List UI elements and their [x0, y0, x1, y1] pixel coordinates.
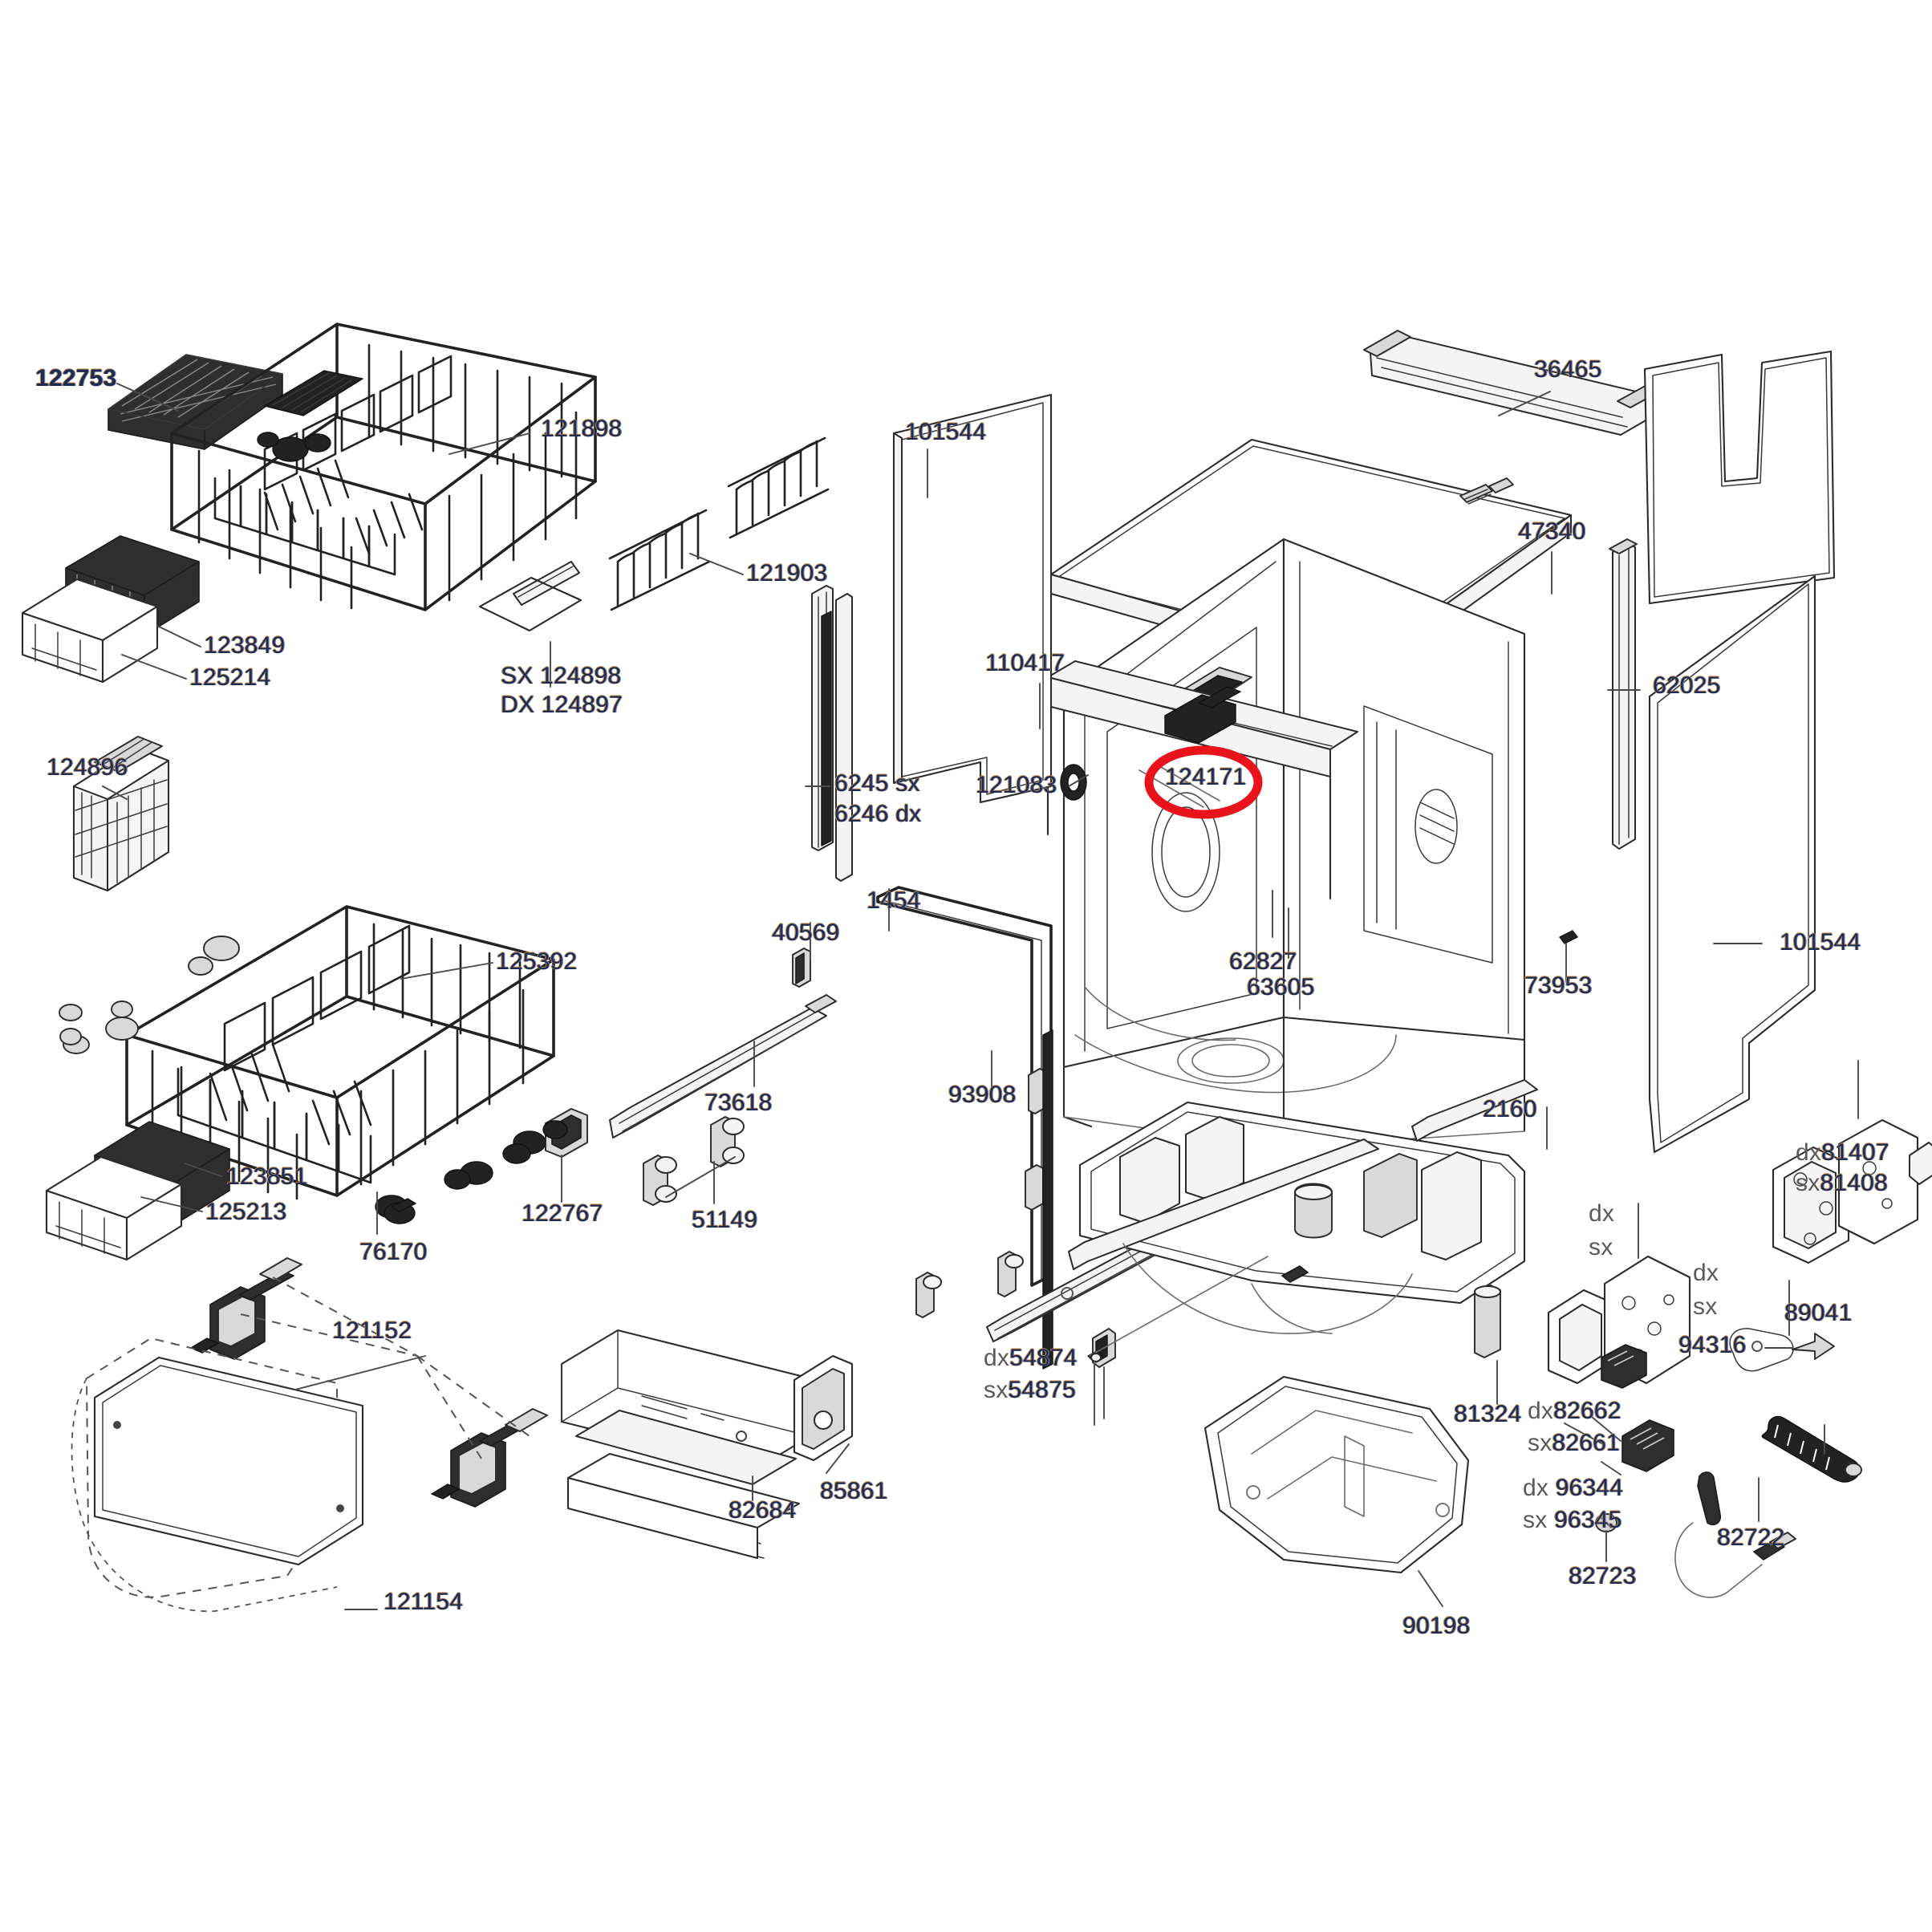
part-89041-spring: [1761, 1415, 1862, 1483]
label-dx-124897: DX 124897: [501, 692, 623, 718]
label-125214: 125214: [189, 664, 271, 691]
label-110417: 110417: [985, 650, 1065, 676]
basket-wheel-cluster: [257, 432, 331, 462]
label-101544-left: 101544: [905, 419, 987, 445]
label-90198: 90198: [1402, 1613, 1471, 1639]
label-121154: 121154: [384, 1589, 464, 1615]
part-82723-screw: [1595, 1513, 1617, 1562]
part-73953-screw: [1559, 930, 1578, 983]
label-121903: 121903: [746, 560, 828, 586]
label-89041: 89041: [1784, 1300, 1853, 1326]
part-94316-pin: [1792, 1333, 1835, 1360]
label-122767: 122767: [522, 1200, 603, 1227]
label-81324: 81324: [1454, 1401, 1522, 1427]
label-62025: 62025: [1653, 672, 1721, 699]
label-82722: 82722: [1717, 1524, 1785, 1551]
label-sx-124898: SX 124898: [501, 663, 622, 689]
part-pin-thin: [1087, 1256, 1268, 1426]
part-93908-clips: [915, 1068, 1047, 1318]
label-121152: 121152: [332, 1317, 412, 1344]
label-sx-81408: sx81408: [1796, 1170, 1888, 1196]
part-36465-top-rail: [1363, 330, 1663, 436]
part-121903-folding-tines: [608, 436, 830, 611]
label-93908: 93908: [948, 1082, 1017, 1108]
label-62827: 62827: [1229, 948, 1297, 975]
fastener-76170: [384, 1198, 416, 1224]
part-51149-rollers: [643, 1116, 745, 1206]
fastener-column: [444, 1120, 568, 1190]
part-82662-connector: [1601, 1344, 1647, 1389]
label-47340: 47340: [1518, 518, 1586, 545]
part-73618-rail: [609, 994, 837, 1138]
label-2160: 2160: [1483, 1096, 1537, 1122]
label-122753: 122753: [35, 365, 117, 392]
label-dx-marker-b: dx: [1693, 1260, 1719, 1286]
part-90198-base-tray: [1203, 1375, 1470, 1574]
label-6246-dx: 6246 dx: [834, 801, 922, 827]
label-dx-96344: dx 96344: [1523, 1475, 1624, 1501]
part-top-right-panel: [1643, 350, 1836, 605]
label-121898: 121898: [541, 416, 623, 442]
part-124896-cutlery-basket: [72, 736, 170, 892]
part-122753-cutlery-tray: [108, 354, 283, 450]
label-123851: 123851: [226, 1163, 308, 1190]
label-63605: 63605: [1247, 974, 1315, 1000]
label-125213: 125213: [205, 1199, 287, 1225]
label-76170: 76170: [359, 1239, 428, 1265]
part-47340-screw: [1459, 477, 1514, 505]
label-sx-marker-b: sx: [1693, 1293, 1718, 1320]
part-6245-6246-rails: [811, 585, 853, 882]
part-121083-grommet: [1060, 764, 1087, 801]
label-123849: 123849: [204, 632, 286, 659]
part-101544-right-panel: [1648, 574, 1816, 1154]
label-73953: 73953: [1524, 972, 1593, 999]
label-sx-marker-a: sx: [1589, 1234, 1613, 1260]
tub-assembly: [1046, 438, 1573, 1149]
label-82684: 82684: [729, 1497, 797, 1524]
part-40569-clip: [792, 948, 811, 988]
label-125392: 125392: [496, 948, 578, 975]
part-121154-door-panel: [71, 1337, 364, 1612]
part-82684-control-panel: [560, 1329, 812, 1560]
label-dx-82662: dx82662: [1528, 1398, 1622, 1424]
label-sx-96345: sx 96345: [1523, 1507, 1622, 1533]
label-dx-81407: dx81407: [1796, 1139, 1889, 1166]
part-121152-hinge-assembly: [190, 1257, 548, 1508]
highlight-ellipse-124171: [1144, 745, 1263, 819]
fasteners-left: [59, 956, 213, 1045]
label-121083: 121083: [976, 772, 1057, 798]
label-36465: 36465: [1534, 356, 1602, 383]
label-dx-marker-a: dx: [1589, 1200, 1615, 1227]
label-6245-sx: 6245 sx: [834, 770, 920, 797]
label-sx-82661: sx82661: [1528, 1430, 1620, 1456]
part-96344-96345-connector: [1622, 1419, 1674, 1472]
part-81324-post: [1474, 1285, 1501, 1358]
part-dx-sx-latch-small: [1729, 1280, 1794, 1372]
label-94316: 94316: [1678, 1332, 1747, 1358]
label-85861: 85861: [820, 1478, 888, 1504]
part-81407-81408-hinge: [1772, 1060, 1932, 1264]
part-rod-vertical: [1042, 1029, 1053, 1370]
leader-lines: [102, 383, 1825, 1610]
label-73618: 73618: [704, 1090, 773, 1116]
part-82722-cable: [1674, 1471, 1796, 1598]
label-51149: 51149: [692, 1207, 758, 1233]
label-dx-54874: dx54874: [984, 1345, 1078, 1371]
part-121898-upper-basket: [170, 323, 597, 632]
part-85861-handle: [793, 1354, 854, 1462]
part-101544-left-panel: [892, 393, 1053, 804]
part-62025-rail: [1609, 538, 1638, 850]
label-124896: 124896: [47, 754, 128, 781]
part-54874-54875-pin: [1092, 1328, 1116, 1419]
label-124171: 124171: [1165, 764, 1247, 790]
label-82723: 82723: [1569, 1563, 1637, 1589]
label-40569: 40569: [772, 919, 840, 946]
label-sx-54875: sx54875: [984, 1377, 1076, 1403]
label-101544-right: 101544: [1780, 929, 1861, 956]
part-2160-base-assembly: [1068, 1079, 1538, 1334]
label-1454: 1454: [867, 887, 921, 914]
part-125214-panel: [21, 578, 159, 684]
